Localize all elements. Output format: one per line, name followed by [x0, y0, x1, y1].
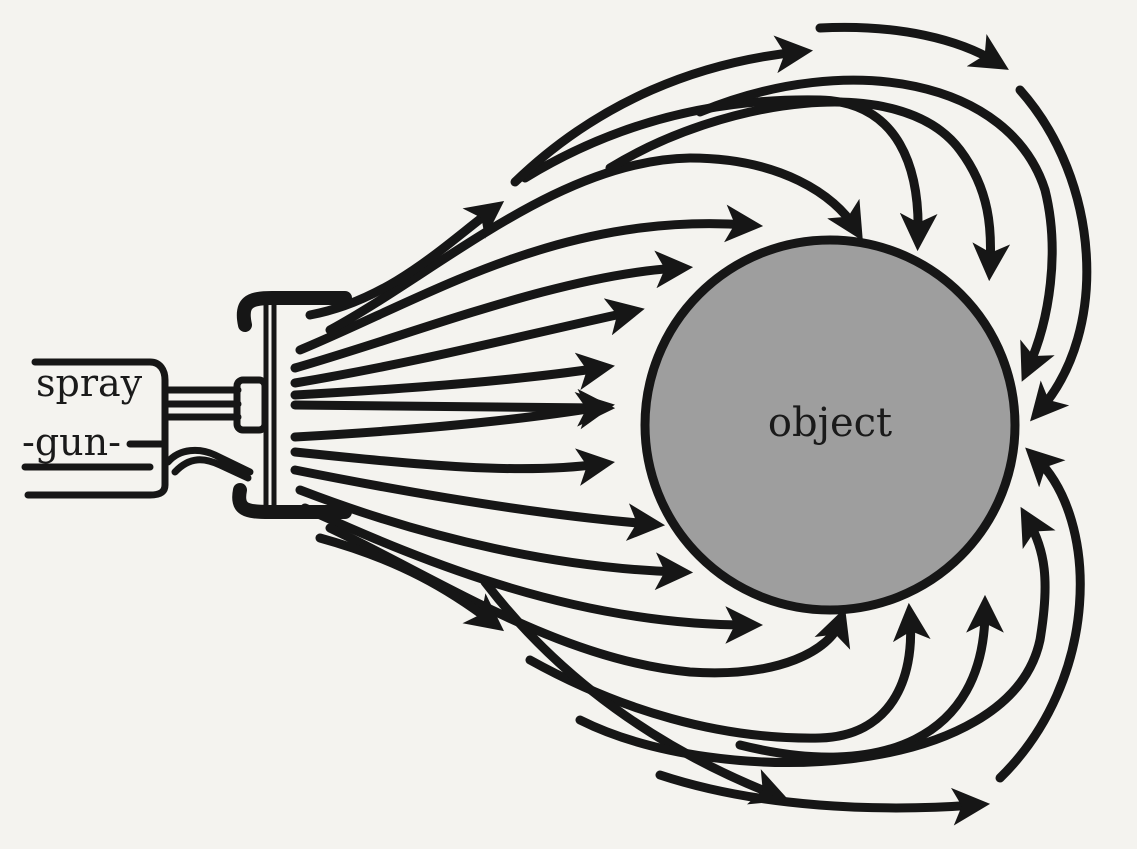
field-lines-upper	[290, 22, 1092, 427]
field-line-arrow	[290, 391, 615, 442]
gun-label: -gun-	[22, 420, 121, 464]
object-label: object	[768, 400, 892, 446]
field-line-arrow	[290, 447, 615, 486]
gun-body	[24, 358, 169, 499]
field-line-arrow	[815, 22, 1009, 70]
field-line-arrow	[735, 594, 1004, 762]
field-line-arrow	[305, 200, 505, 320]
gun-cap-bottom	[232, 483, 352, 519]
field-line-arrow	[480, 577, 790, 805]
field-line-arrow	[295, 204, 764, 355]
spray-label: spray	[36, 361, 143, 405]
field-lines-lower	[290, 391, 1085, 826]
field-line-arrow	[290, 352, 615, 400]
field-line-arrow	[1015, 85, 1092, 422]
field-line-arrow	[510, 35, 814, 187]
field-line-arrow	[295, 485, 694, 591]
field-line-arrow	[315, 533, 505, 632]
gun-cap-top	[236, 291, 352, 332]
field-line-arrow	[655, 770, 991, 826]
gun-barrel	[161, 386, 242, 421]
field-line-arrow	[605, 97, 1011, 282]
field-line-arrow	[695, 75, 1057, 382]
field-line-arrow	[575, 506, 1056, 767]
field-line-arrow	[290, 250, 694, 373]
field-line-arrow	[525, 602, 931, 743]
field-line-arrow	[290, 465, 666, 541]
field-line-arrow	[300, 503, 764, 644]
field-line-arrow	[995, 447, 1085, 783]
field-line-arrow	[290, 298, 645, 388]
gun-hose	[164, 446, 254, 482]
field-line-arrow	[325, 153, 863, 335]
field-line-arrow	[290, 388, 616, 427]
gun-nozzle-plate	[263, 300, 277, 505]
spray-gun: spray -gun-	[21, 291, 352, 519]
